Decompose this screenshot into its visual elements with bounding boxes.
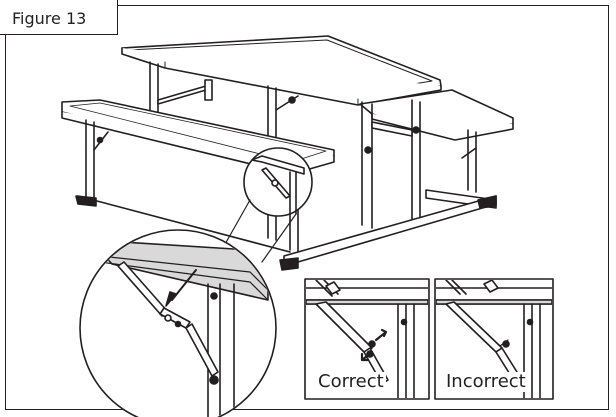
back-bench [359,89,514,209]
detail-callout-large [79,229,277,417]
detail-callout-small [223,147,313,263]
table-top [121,35,442,106]
incorrect-label: Incorrect [444,371,528,392]
correct-label: Correct [316,371,386,392]
figure-title: Figure 13 [0,0,118,35]
